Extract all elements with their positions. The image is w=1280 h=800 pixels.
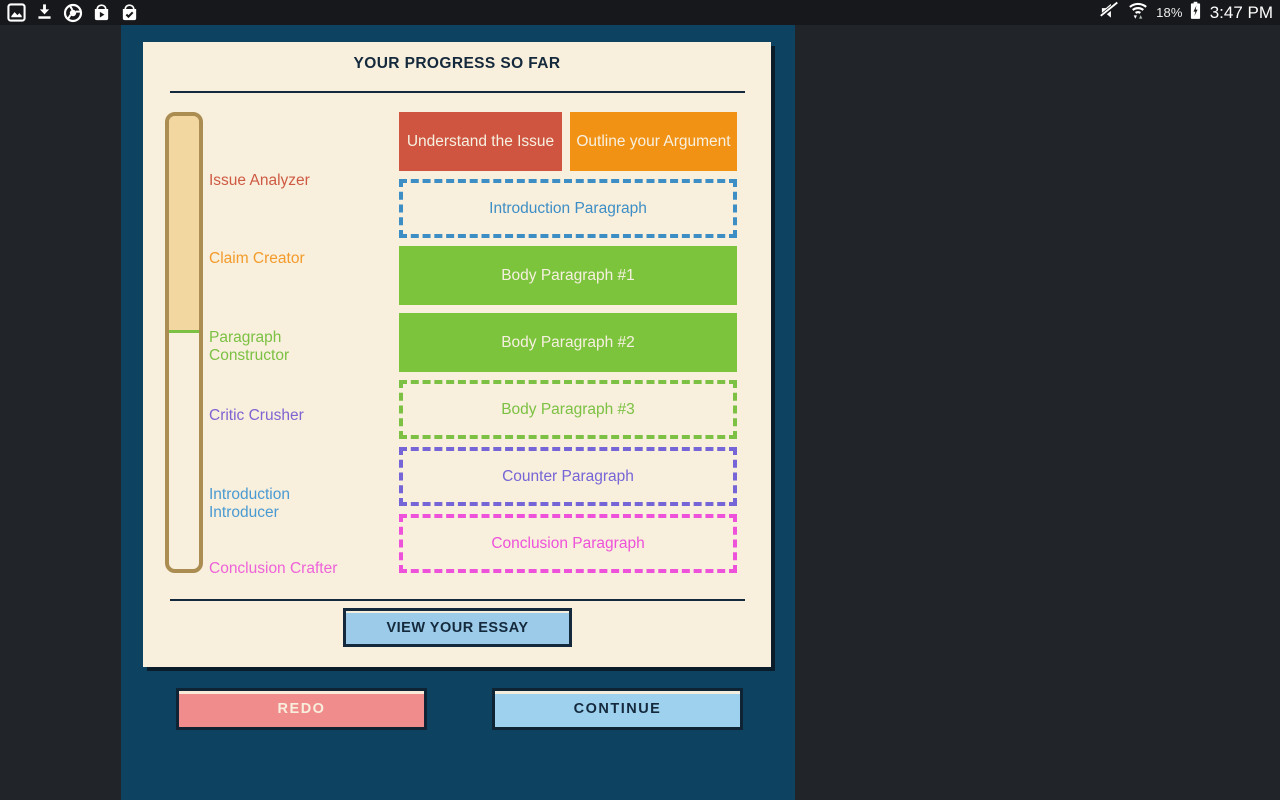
block-outline-your-argument: Outline your Argument (570, 112, 737, 171)
divider (170, 599, 745, 601)
stage-label-paragraph-constructor: Paragraph Constructor (209, 329, 290, 364)
block-conclusion-paragraph: Conclusion Paragraph (399, 514, 737, 573)
continue-button[interactable]: CONTINUE (492, 688, 743, 730)
stage-label-introduction-introducer: Introduction Introducer (209, 486, 290, 521)
stage-label-conclusion-crafter: Conclusion Crafter (209, 560, 338, 577)
block-introduction-paragraph: Introduction Paragraph (399, 179, 737, 238)
status-bar: 18% 3:47 PM (0, 0, 1280, 25)
redo-button[interactable]: REDO (176, 688, 427, 730)
clock-label: 3:47 PM (1209, 2, 1273, 22)
stage-label-critic-crusher: Critic Crusher (209, 407, 304, 424)
play-store-update-icon (120, 3, 139, 22)
stage-label-issue-analyzer: Issue Analyzer (209, 172, 310, 189)
block-body-paragraph-3: Body Paragraph #3 (399, 380, 737, 439)
battery-percent-label: 18% (1156, 5, 1183, 20)
block-understand-the-issue: Understand the Issue (399, 112, 562, 171)
block-row: Understand the Issue Outline your Argume… (399, 112, 737, 171)
block-body-paragraph-2: Body Paragraph #2 (399, 313, 737, 372)
chrome-icon (63, 3, 83, 23)
play-store-icon (92, 3, 111, 22)
progress-meter (165, 112, 203, 573)
divider (170, 91, 745, 93)
volume-muted-icon (1099, 0, 1120, 25)
page-title: YOUR PROGRESS SO FAR (353, 55, 561, 72)
view-your-essay-button[interactable]: VIEW YOUR ESSAY (343, 608, 572, 647)
stage-label-claim-creator: Claim Creator (209, 250, 305, 267)
progress-blocks: Understand the Issue Outline your Argume… (399, 112, 737, 573)
wifi-icon (1127, 0, 1149, 25)
battery-charging-icon (1190, 1, 1201, 25)
block-counter-paragraph: Counter Paragraph (399, 447, 737, 506)
block-body-paragraph-1: Body Paragraph #1 (399, 246, 737, 305)
progress-card: YOUR PROGRESS SO FAR Issue Analyzer Clai… (143, 42, 771, 667)
progress-meter-fill (169, 116, 199, 334)
gallery-icon (7, 3, 26, 22)
download-icon (35, 3, 54, 22)
system-status-icons: 18% 3:47 PM (1099, 0, 1273, 25)
notification-icons (7, 3, 139, 23)
